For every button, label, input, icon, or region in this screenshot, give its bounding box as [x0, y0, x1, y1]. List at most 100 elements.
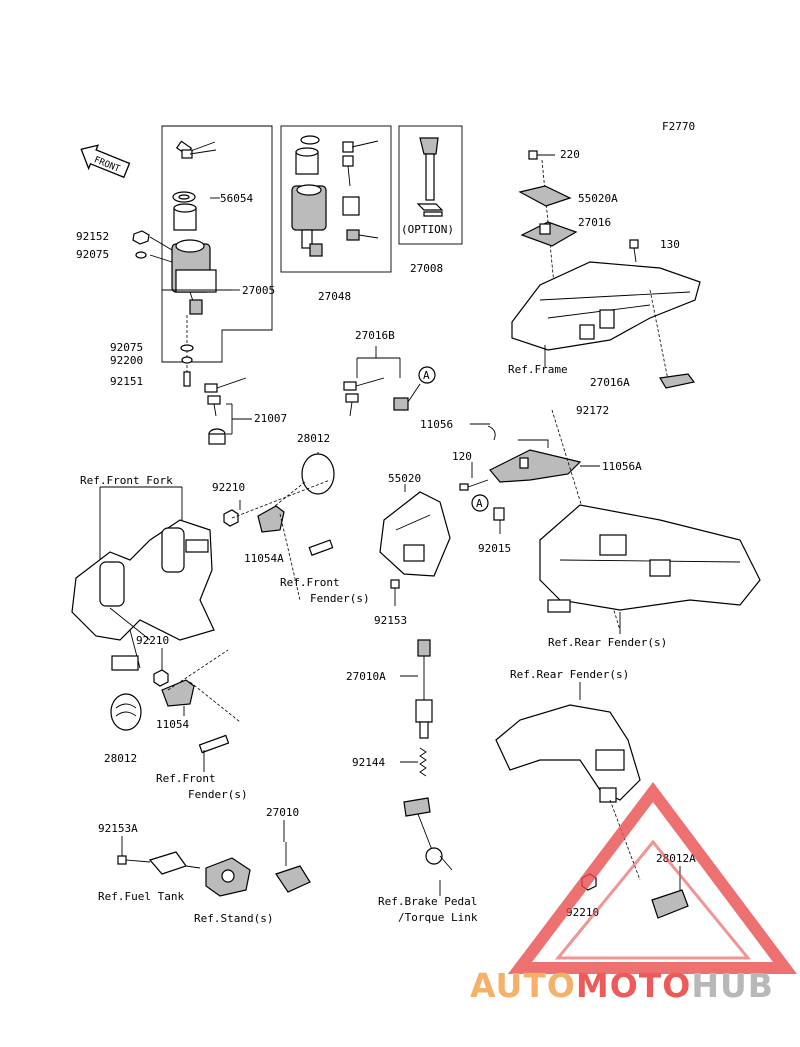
- reflector-28012a-icon: [651, 889, 689, 919]
- bolt-icon: [528, 150, 555, 160]
- bolt-120-icon: [459, 479, 489, 491]
- callout-220: 220: [560, 148, 580, 161]
- lock-cylinder-icon: [173, 203, 197, 231]
- watermark-triangle-icon: [507, 782, 797, 974]
- callout-28012b: 28012: [104, 752, 137, 765]
- rear-fender-upper-icon: [539, 504, 761, 613]
- lower-washers-icon: [180, 344, 194, 387]
- front-arrow-icon: FRONT: [80, 144, 131, 179]
- front-fork-icon: [71, 519, 215, 671]
- callout-27005: 27005: [242, 284, 275, 297]
- washer-icon: [172, 191, 196, 203]
- callout-21007: 21007: [254, 412, 287, 425]
- callout-55020a: 55020A: [578, 192, 618, 205]
- callout-27016a: 27016A: [590, 376, 630, 389]
- ref-front-fender-a2: Fender(s): [310, 592, 370, 605]
- callout-27008: 27008: [410, 262, 443, 275]
- bracket-11054a-icon: [257, 505, 285, 533]
- cable-11056-icon: [487, 425, 496, 441]
- callout-92172: 92172: [576, 404, 609, 417]
- stand-switch-icon: [148, 842, 311, 897]
- callout-92075b: 92075: [110, 341, 143, 354]
- callout-130: 130: [660, 238, 680, 251]
- callout-92151: 92151: [110, 375, 143, 388]
- bolt-front-fender-b-icon: [198, 734, 230, 754]
- callout-27016: 27016: [578, 216, 611, 229]
- brake-pedal-icon: [403, 797, 453, 871]
- point-a-label-2: A: [476, 497, 483, 510]
- callout-56054: 56054: [220, 192, 253, 205]
- keys-27016b-icon: [343, 377, 421, 417]
- cap-28012-icon: [301, 453, 335, 495]
- grommet-92015-icon: [493, 507, 505, 521]
- keys-21007-icon: [204, 377, 247, 445]
- option-key-box: [398, 125, 463, 245]
- ref-rear-fender-b: Ref.Rear Fender(s): [510, 668, 629, 681]
- callout-28012c: 28012A: [656, 852, 696, 865]
- callout-55020: 55020: [388, 472, 421, 485]
- ref-brake-label-1: Ref.Brake Pedal: [378, 895, 477, 908]
- bracket-11054-icon: [161, 679, 195, 707]
- rear-fender-lower-icon: [495, 704, 641, 803]
- watermark-part-moto: MOTO: [576, 966, 691, 1005]
- callout-11054: 11054: [156, 718, 189, 731]
- ignition-set-box: [161, 125, 273, 363]
- screw-92153-icon: [390, 579, 400, 589]
- nut-92210-icon: [223, 509, 239, 527]
- callout-92210b: 92210: [136, 634, 169, 647]
- callout-27016b: 27016B: [355, 329, 395, 342]
- point-a-label-1: A: [423, 369, 430, 382]
- cap-28012b-icon: [110, 693, 142, 731]
- ref-front-fork-label: Ref.Front Fork: [80, 474, 173, 487]
- bolt-92153a-icon: [117, 855, 151, 865]
- nut-icon: [132, 230, 150, 259]
- bolt-130-icon: [629, 239, 639, 263]
- bracket-55020a-icon: [518, 185, 572, 207]
- bracket-27016a-icon: [659, 373, 696, 389]
- cover-55020-icon: [379, 491, 451, 577]
- lock-set-box: [280, 125, 392, 273]
- bracket-27016-icon: [520, 221, 578, 247]
- bolt-front-fender-icon: [308, 539, 334, 556]
- ref-fuel-tank-label: Ref.Fuel Tank: [98, 890, 184, 903]
- option-label: (OPTION): [401, 223, 454, 236]
- ref-stand-label: Ref.Stand(s): [194, 912, 273, 925]
- ref-rear-fender-a: Ref.Rear Fender(s): [548, 636, 667, 649]
- callout-92152: 92152: [76, 230, 109, 243]
- ref-frame-label: Ref.Frame: [508, 363, 568, 376]
- callout-92015: 92015: [478, 542, 511, 555]
- spring-92144-icon: [419, 747, 427, 777]
- callout-92153: 92153: [374, 614, 407, 627]
- figure-code: F2770: [662, 120, 695, 133]
- ref-front-fender-b1: Ref.Front: [156, 772, 216, 785]
- callout-11054a: 11054A: [244, 552, 284, 565]
- callout-27010: 27010: [266, 806, 299, 819]
- callout-28012a: 28012: [297, 432, 330, 445]
- point-a-marker-1: [418, 366, 436, 384]
- ignition-switch-icon: [171, 239, 217, 315]
- watermark-text: AUTOMOTOHUB: [470, 966, 774, 1005]
- watermark-logo: AUTOMOTOHUB: [470, 782, 797, 1005]
- callout-92153a: 92153A: [98, 822, 138, 835]
- callout-27048: 27048: [318, 290, 351, 303]
- ref-front-fender-b2: Fender(s): [188, 788, 248, 801]
- watermark-part-auto: AUTO: [470, 966, 576, 1005]
- callout-120: 120: [452, 450, 472, 463]
- ref-front-fender-a1: Ref.Front: [280, 576, 340, 589]
- watermark-part-hub: HUB: [691, 966, 774, 1005]
- callout-92144: 92144: [352, 756, 385, 769]
- nut-92210b-icon: [153, 669, 169, 687]
- callout-27010a: 27010A: [346, 670, 386, 683]
- ref-brake-label-2: /Torque Link: [398, 911, 478, 924]
- ignition-keys-icon: [175, 140, 217, 159]
- callout-92210a: 92210: [212, 481, 245, 494]
- callout-11056: 11056: [420, 418, 453, 431]
- lock-set-parts-icon: [291, 135, 379, 257]
- switch-27010a-icon: [415, 639, 433, 739]
- callout-92075a: 92075: [76, 248, 109, 261]
- point-a-marker-2: [471, 494, 489, 512]
- callout-11056a: 11056A: [602, 460, 642, 473]
- callout-92200: 92200: [110, 354, 143, 367]
- frame-icon: [511, 261, 701, 351]
